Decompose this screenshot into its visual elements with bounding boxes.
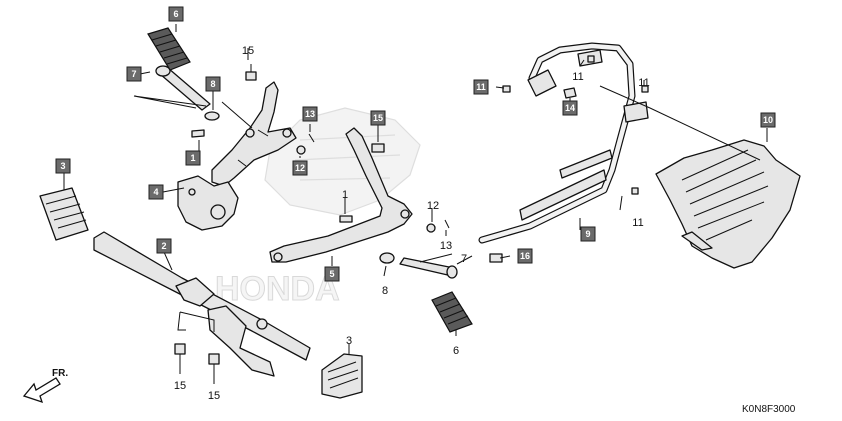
cotter-pin-left bbox=[308, 133, 315, 143]
callout-number: 9 bbox=[585, 229, 590, 239]
callout-screw-21: 11 bbox=[632, 217, 643, 229]
callout-bolt-19: 16 bbox=[517, 248, 533, 264]
washer-left bbox=[204, 111, 220, 121]
bolt-lower-b bbox=[208, 353, 220, 378]
callout-cotter-pin-14: 13 bbox=[440, 240, 452, 252]
callout-grab-rail-20: 9 bbox=[580, 226, 596, 242]
callout-bolt-4: 1 bbox=[185, 150, 201, 166]
callout-step-rubber-6: 3 bbox=[55, 158, 71, 174]
callout-bolt-27: 15 bbox=[174, 380, 186, 392]
callout-number: 3 bbox=[346, 335, 352, 347]
callout-number: 7 bbox=[461, 253, 467, 265]
callout-number: 6 bbox=[453, 345, 459, 357]
callout-number: 15 bbox=[208, 390, 220, 402]
step-bracket-center bbox=[269, 127, 413, 263]
callout-number: 14 bbox=[565, 103, 575, 113]
bolt-left-1 bbox=[191, 129, 205, 138]
callout-step-rubber-29: 3 bbox=[346, 335, 352, 347]
callout-number: 11 bbox=[632, 217, 643, 229]
callout-number: 8 bbox=[210, 79, 215, 89]
callout-number: 12 bbox=[427, 200, 439, 212]
callout-step-bracket-18: 5 bbox=[324, 266, 340, 282]
callout-number: 15 bbox=[174, 380, 186, 392]
callout-number: 13 bbox=[305, 109, 315, 119]
callout-step-holder-plate-5: 4 bbox=[148, 184, 164, 200]
washer-center bbox=[379, 252, 395, 264]
pillion-step-bar bbox=[93, 231, 311, 377]
callout-pivot-pin-16: 7 bbox=[461, 253, 467, 265]
callout-footpeg-rubber-17: 6 bbox=[453, 345, 459, 357]
callout-screw-22: 11 bbox=[473, 79, 489, 95]
callout-number: 16 bbox=[520, 251, 530, 261]
callout-screw-25: 11 bbox=[638, 77, 649, 89]
pivot-pin-center bbox=[399, 257, 458, 279]
callout-number: 15 bbox=[242, 45, 254, 57]
callout-rear-cover-26: 10 bbox=[760, 112, 776, 128]
callout-number: 1 bbox=[342, 189, 348, 201]
callout-footpeg-rubber-1: 6 bbox=[168, 6, 184, 22]
callout-number: 6 bbox=[173, 9, 178, 19]
leader-lines bbox=[63, 24, 768, 384]
callout-number: 4 bbox=[153, 187, 158, 197]
callout-number: 13 bbox=[440, 240, 452, 252]
grab-rail bbox=[478, 42, 649, 244]
watermark-text: HONDA bbox=[215, 270, 340, 308]
callout-number: 8 bbox=[382, 285, 388, 297]
callout-pivot-pin-2: 7 bbox=[126, 66, 142, 82]
callout-number: 7 bbox=[131, 69, 136, 79]
callout-number: 11 bbox=[638, 77, 649, 89]
bolt-16 bbox=[489, 253, 503, 263]
nut-left bbox=[296, 145, 306, 155]
callout-number: 5 bbox=[329, 269, 334, 279]
callout-washer-15: 8 bbox=[382, 285, 388, 297]
callout-pillion-step-bar-7: 2 bbox=[156, 238, 172, 254]
callout-number: 11 bbox=[572, 71, 583, 83]
bolt-14 bbox=[563, 87, 577, 99]
callout-bolt-12: 1 bbox=[342, 189, 348, 201]
step-rubber-bottom bbox=[321, 353, 363, 399]
callout-nut-10: 12 bbox=[292, 160, 308, 176]
callout-bolt-23: 14 bbox=[562, 100, 578, 116]
pivot-pin-left bbox=[155, 65, 211, 111]
callout-number: 12 bbox=[295, 163, 305, 173]
callout-cotter-pin-9: 13 bbox=[302, 106, 318, 122]
footpeg-rubber-center bbox=[431, 291, 473, 333]
callout-bolt-28: 15 bbox=[208, 390, 220, 402]
footpeg-rubber-left bbox=[147, 27, 191, 71]
callout-washer-3: 8 bbox=[205, 76, 221, 92]
callout-bolt-11: 15 bbox=[370, 110, 386, 126]
callout-number: 1 bbox=[190, 153, 195, 163]
callout-number: 10 bbox=[763, 115, 773, 125]
callout-number: 11 bbox=[476, 82, 486, 92]
diagram-code: K0N8F3000 bbox=[742, 404, 796, 415]
callout-number: 2 bbox=[161, 241, 166, 251]
rear-cover bbox=[655, 139, 801, 269]
left-step-bracket bbox=[211, 81, 297, 187]
bolt-center-1 bbox=[339, 215, 353, 223]
bolt-center-15 bbox=[371, 143, 385, 153]
callout-number: 15 bbox=[373, 113, 383, 123]
front-direction-arrow: FR. bbox=[22, 368, 68, 404]
callout-number: 3 bbox=[60, 161, 65, 171]
callout-screw-24: 11 bbox=[572, 71, 583, 83]
grab-rail-screws bbox=[502, 55, 649, 195]
honda-watermark: HONDA bbox=[215, 107, 421, 309]
fr-label: FR. bbox=[52, 368, 68, 379]
step-holder-plate bbox=[177, 175, 239, 231]
bolt-lower-a bbox=[174, 343, 186, 368]
cotter-pin-center bbox=[444, 219, 450, 229]
callout-bolt-8: 15 bbox=[242, 45, 254, 57]
step-rubber-left bbox=[39, 187, 89, 241]
callout-nut-13: 12 bbox=[427, 200, 439, 212]
nut-center bbox=[426, 223, 436, 233]
bolt-left-15 bbox=[245, 64, 257, 81]
